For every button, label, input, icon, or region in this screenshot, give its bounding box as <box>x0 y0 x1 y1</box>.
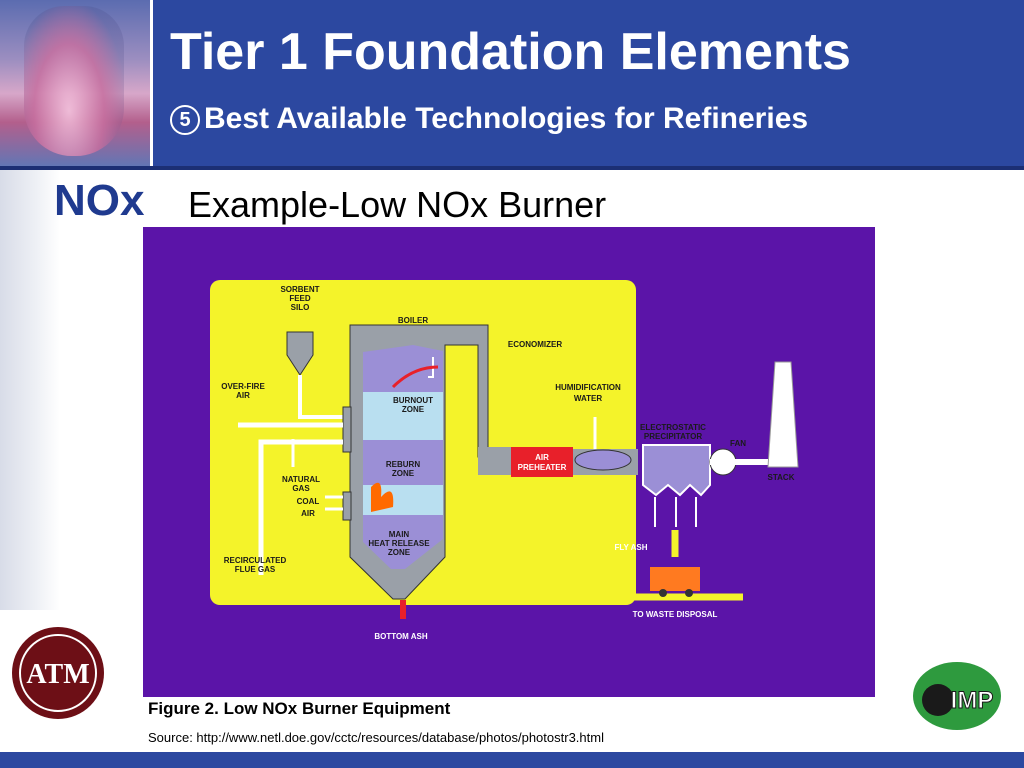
label-sorbent-feed: FEED <box>289 294 311 303</box>
label-fly-ash: FLY ASH <box>614 543 647 552</box>
atm-logo-ring <box>19 634 97 712</box>
circled-number-icon: 5 <box>170 105 200 135</box>
label-natural-gas: GAS <box>292 484 310 493</box>
flue-flow-arrow <box>391 365 439 389</box>
imp-logo: IMP <box>913 662 1001 730</box>
label-humid-water: WATER <box>574 394 603 403</box>
figure-caption: Figure 2. Low NOx Burner Equipment <box>148 699 451 718</box>
upper-air-arrow <box>428 357 434 378</box>
burner-nozzle <box>342 491 352 521</box>
label-reburn-zone: ZONE <box>392 469 415 478</box>
waste-truck <box>650 567 700 591</box>
truck-wheel <box>659 589 667 597</box>
truck-wheel <box>685 589 693 597</box>
label-main-zone: ZONE <box>388 548 411 557</box>
sorbent-silo <box>286 331 314 376</box>
upper-blue-band <box>363 392 443 440</box>
label-air: AIR <box>301 509 315 518</box>
electrostatic-precipitator <box>642 444 711 497</box>
label-precipitator: PRECIPITATOR <box>644 432 702 441</box>
figure-source: Source: http://www.netl.doe.gov/cctc/res… <box>148 730 604 745</box>
section-label: NOx <box>54 176 145 225</box>
reburn-zone <box>363 440 443 485</box>
label-sorbent-silo: SILO <box>291 303 310 312</box>
label-preheater: PREHEATER <box>518 463 567 472</box>
label-main-heat: HEAT RELEASE <box>368 539 430 548</box>
label-fan: FAN <box>730 439 746 448</box>
fly-ash-drops <box>654 497 697 527</box>
label-boiler: BOILER <box>398 316 428 325</box>
imp-logo-text: IMP <box>951 687 994 714</box>
side-decoration <box>0 170 60 610</box>
label-reburn: REBURN <box>386 460 420 469</box>
label-coal: COAL <box>297 497 320 506</box>
atm-logo-text: ATM <box>26 659 89 690</box>
label-air-preheater: AIR <box>535 453 549 462</box>
overfire-nozzle <box>342 406 352 453</box>
slide-title: Tier 1 Foundation Elements <box>170 23 851 81</box>
label-natural: NATURAL <box>282 475 320 484</box>
banner-divider <box>150 0 153 170</box>
humidification-chamber <box>574 449 632 471</box>
label-main: MAIN <box>389 530 410 539</box>
subtitle-text: Best Available Technologies for Refineri… <box>204 102 809 135</box>
banner-bottom-rule <box>0 166 1024 170</box>
slide-heading: Example-Low NOx Burner <box>188 184 607 225</box>
flask-photo <box>0 0 150 170</box>
flask-image <box>24 6 124 156</box>
burnout-zone <box>363 345 443 392</box>
label-overfire-air: AIR <box>236 391 250 400</box>
stack <box>767 361 799 468</box>
low-nox-burner-diagram: SORBENT FEED SILO BOILER ECONOMIZER OVER… <box>143 227 875 697</box>
atm-logo-seal <box>12 627 104 719</box>
imp-logo-mark <box>922 684 954 716</box>
main-heat-release-zone <box>363 515 443 569</box>
duct-to-preheater <box>478 447 513 475</box>
footer-bar <box>0 752 1024 768</box>
atm-logo: ATM <box>12 627 104 719</box>
air-preheater <box>511 447 573 477</box>
label-bottom-ash: BOTTOM ASH <box>374 632 428 641</box>
label-burnout: BURNOUT <box>393 396 433 405</box>
label-stack: STACK <box>768 473 795 482</box>
label-sorbent: SORBENT <box>280 285 319 294</box>
label-burnout-zone: ZONE <box>402 405 425 414</box>
label-waste-disposal: TO WASTE DISPOSAL <box>633 610 718 619</box>
label-recirculated: RECIRCULATED <box>224 556 287 565</box>
flame-icon <box>371 482 394 512</box>
label-electrostatic: ELECTROSTATIC <box>640 423 706 432</box>
coal-air-lines <box>325 495 343 511</box>
title-banner <box>0 0 1024 170</box>
label-overfire: OVER-FIRE <box>221 382 265 391</box>
label-economizer: ECONOMIZER <box>508 340 562 349</box>
recirculated-flue-line <box>258 439 343 575</box>
sorbent-feed-line <box>298 375 343 419</box>
label-humidification: HUMIDIFICATION <box>555 383 621 392</box>
label-flue-gas: FLUE GAS <box>235 565 276 574</box>
